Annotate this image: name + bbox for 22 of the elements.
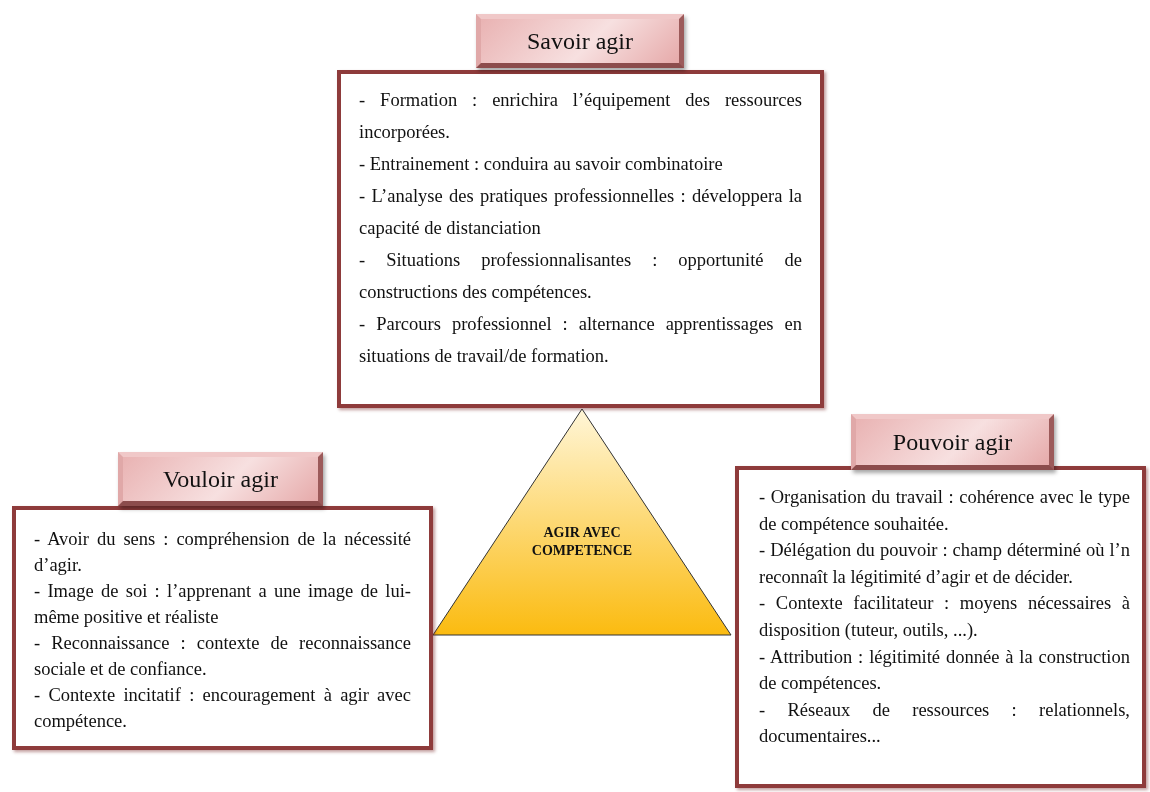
heading-tab: Vouloir agir <box>118 452 323 506</box>
bullet-text: - Attribution : légitimité donnée à la construction de compétences. <box>759 645 1130 696</box>
text-box <box>12 506 433 750</box>
text-box <box>337 70 824 408</box>
bullet-text: - Contexte facilitateur : moyens nécessaires à disposition (tuteur, outils, ...). <box>759 592 1130 642</box>
heading-tab: Savoir agir <box>476 14 684 68</box>
bullet-text: - Image de soi : l’apprenant a une image de lui-même positive et réaliste <box>34 580 411 629</box>
bullet-text: - Avoir du sens : compréhension de la nécessité d’agir. <box>34 528 411 577</box>
bullet-text: - Réseaux de ressources : relationnels, documentaires... <box>759 698 1130 749</box>
bullet-text: - Reconnaissance : contexte de reconnaissance sociale et de confiance. <box>34 632 411 681</box>
bullet-text: - Délégation du pouvoir : champ déterminé où l’n reconnaît la légitimité d’agir et de décider. <box>759 539 1130 589</box>
heading-tab: Pouvoir agir <box>851 414 1054 470</box>
bullet-text: - Parcours professionnel : alternance apprentissages en situations de travail/de formation. <box>359 313 802 368</box>
bullet-text: - Formation : enrichira l’équipement des ressources incorporées. <box>359 89 802 144</box>
bullet-text: - Organisation du travail : cohérence avec le type de compétence souhaitée. <box>759 486 1130 536</box>
triangle-label: AGIR AVEC COMPETENCE <box>530 524 634 560</box>
triangle <box>432 408 732 636</box>
bullet-text: - Entrainement : conduira au savoir combinatoire <box>359 153 724 176</box>
bullet-text: - Contexte incitatif : encouragement à agir avec compétence. <box>34 684 411 733</box>
bullet-text: - L’analyse des pratiques professionnelles : développera la capacité de distanciation <box>359 185 802 240</box>
text-box <box>735 466 1146 788</box>
bullet-text: - Situations professionnalisantes : opportunité de constructions des compétences. <box>359 249 802 304</box>
